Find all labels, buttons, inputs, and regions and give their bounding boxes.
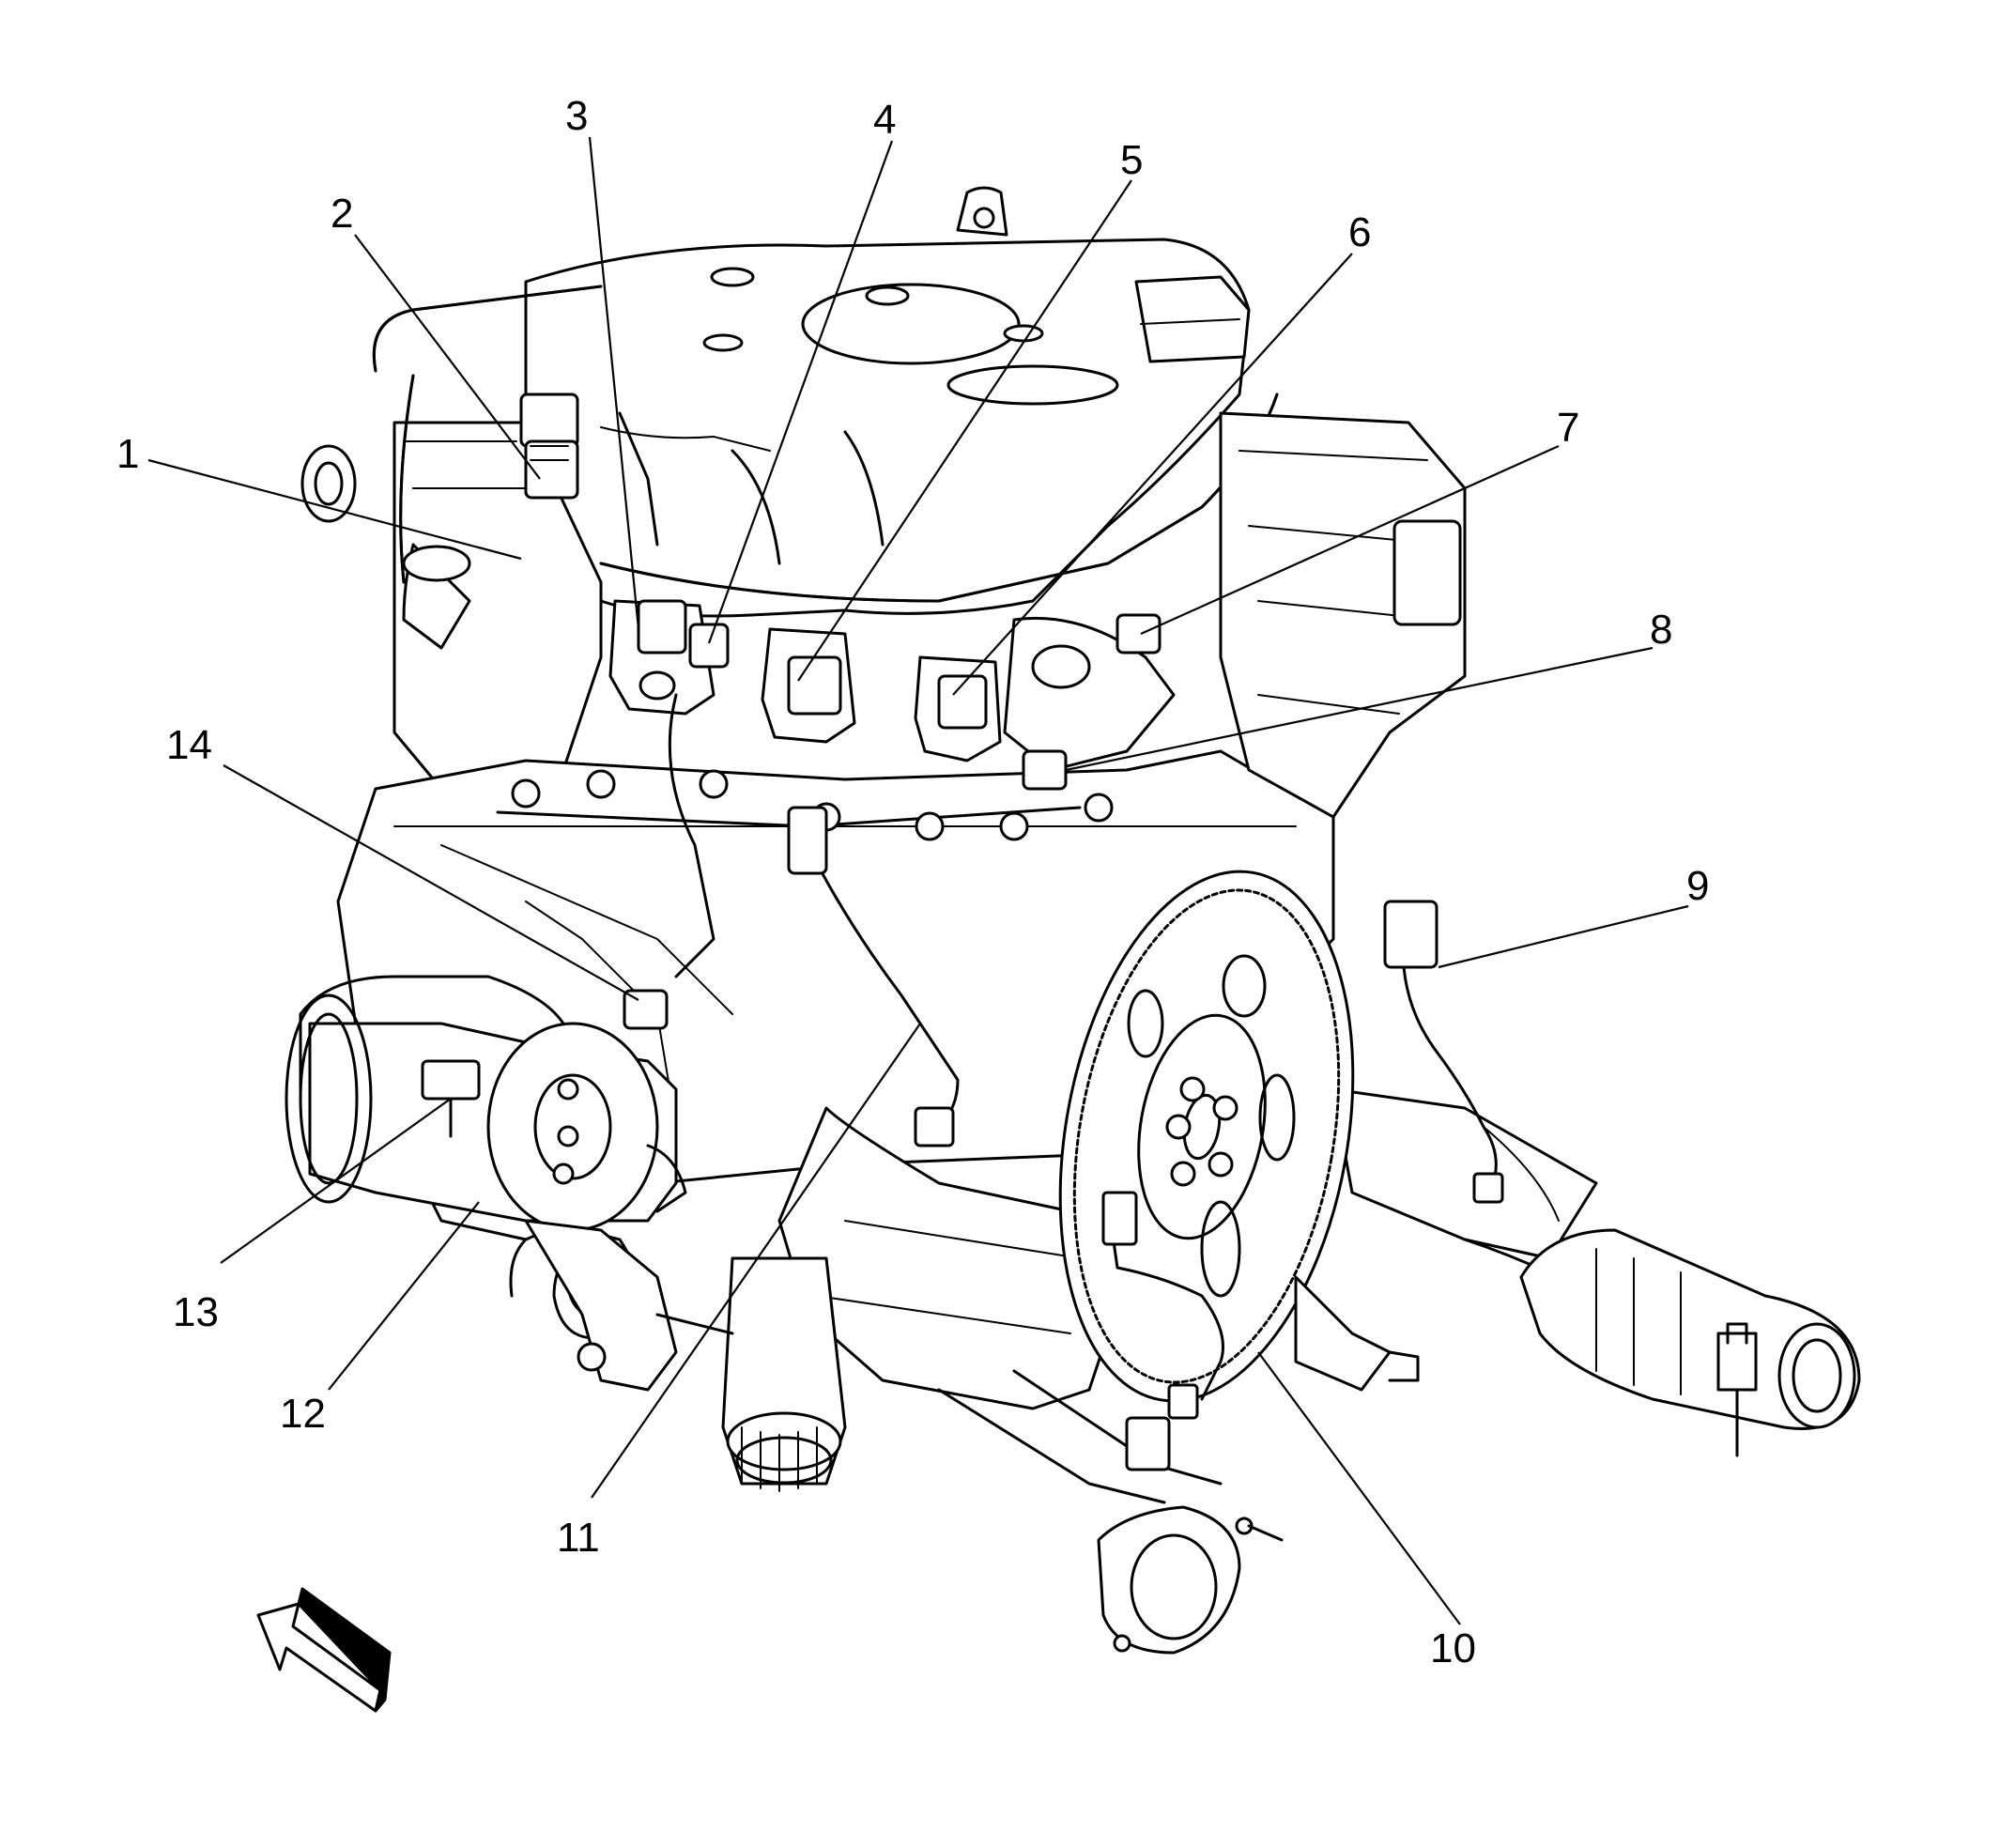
callout-1: 1: [116, 431, 139, 477]
callout-8: 8: [1650, 607, 1672, 653]
callout-9: 9: [1686, 863, 1709, 909]
callout-5: 5: [1120, 137, 1143, 183]
callout-labels: 1 2 3 4 5 6 7 8 9 10 11 12 13 14: [116, 93, 1709, 1671]
callout-4: 4: [873, 97, 896, 143]
callout-11: 11: [557, 1515, 600, 1561]
callout-leader-lines: [147, 136, 1689, 1625]
engine-illustration: [285, 186, 1861, 1655]
callout-7: 7: [1557, 405, 1579, 451]
callout-12: 12: [280, 1391, 326, 1437]
callout-10: 10: [1430, 1625, 1476, 1671]
front-direction-arrow-icon: [256, 1587, 392, 1713]
callout-13: 13: [173, 1289, 219, 1335]
callout-14: 14: [166, 722, 212, 768]
callout-2: 2: [331, 191, 353, 237]
callout-6: 6: [1348, 209, 1371, 255]
callout-3: 3: [565, 93, 588, 139]
